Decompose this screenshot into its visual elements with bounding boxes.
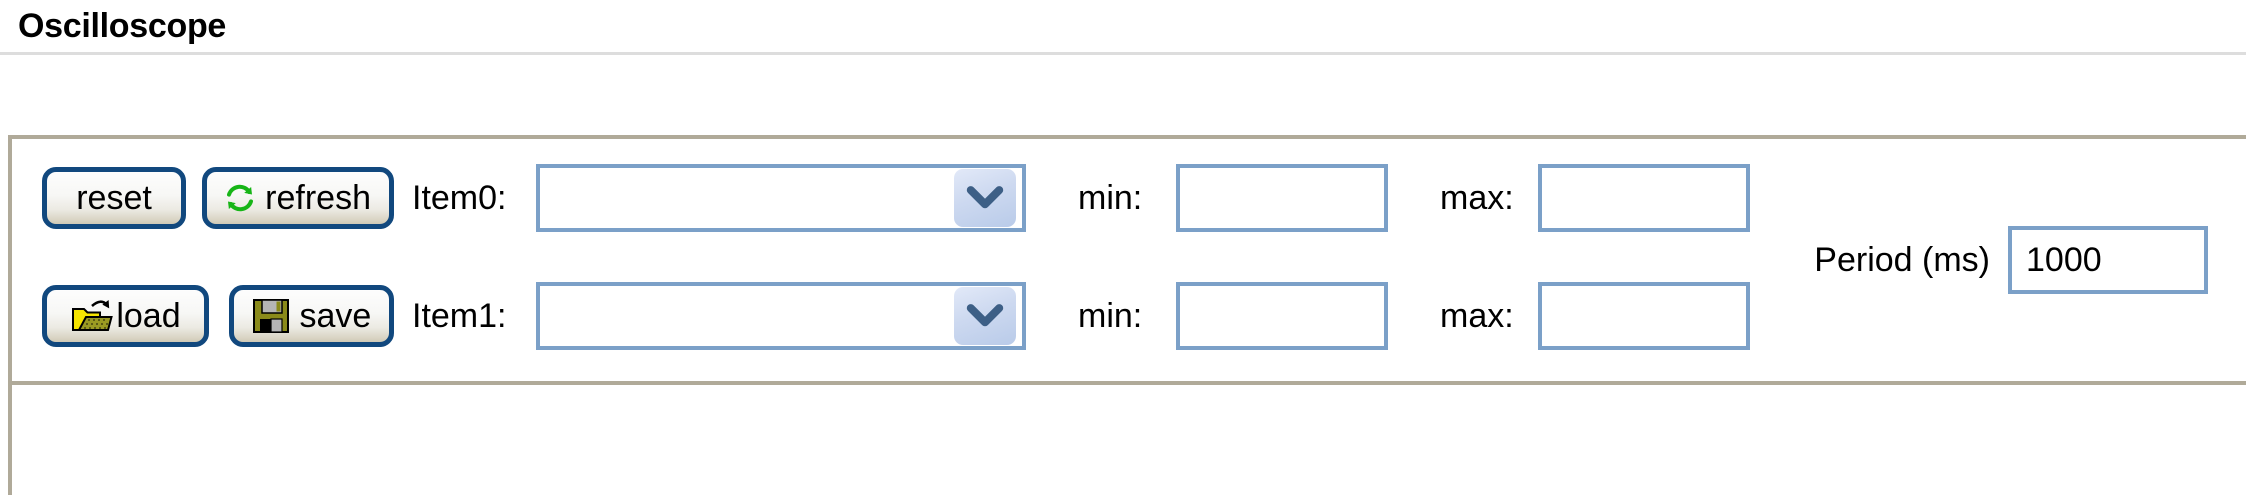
- item1-max-input[interactable]: [1538, 282, 1750, 350]
- chevron-down-icon[interactable]: [954, 287, 1016, 345]
- load-button-label: load: [116, 297, 181, 335]
- item0-min-label: min:: [1078, 179, 1143, 217]
- item0-select[interactable]: [536, 164, 1026, 232]
- reset-button-label: reset: [76, 179, 152, 217]
- save-button[interactable]: save: [228, 285, 394, 347]
- item0-min-input[interactable]: [1176, 164, 1388, 232]
- page-title: Oscilloscope: [18, 7, 227, 45]
- item0-label: Item0:: [412, 179, 507, 217]
- item1-min-input[interactable]: [1176, 282, 1388, 350]
- title-divider: [0, 52, 2246, 55]
- control-panel: reset refresh Item0:: [8, 135, 2246, 495]
- item0-max-label: max:: [1440, 179, 1514, 217]
- control-row-1: load save Item1:: [12, 257, 2246, 375]
- load-button[interactable]: load: [42, 285, 209, 347]
- item1-label: Item1:: [412, 297, 507, 335]
- floppy-disk-icon: [251, 296, 291, 336]
- refresh-button[interactable]: refresh: [202, 167, 394, 229]
- period-group: Period (ms) 1000: [1814, 226, 2208, 294]
- plot-area: [12, 385, 2246, 495]
- period-label: Period (ms): [1814, 241, 1990, 279]
- item1-min-label: min:: [1078, 297, 1143, 335]
- period-input[interactable]: 1000: [2008, 226, 2208, 294]
- button-column-bottom: load save: [42, 285, 394, 347]
- control-panel-body: reset refresh Item0:: [12, 139, 2246, 385]
- item0-max-input[interactable]: [1538, 164, 1750, 232]
- item1-select[interactable]: [536, 282, 1026, 350]
- reset-button[interactable]: reset: [42, 167, 187, 229]
- chevron-down-icon[interactable]: [954, 169, 1016, 227]
- control-row-0: reset refresh Item0:: [12, 139, 2246, 257]
- open-folder-icon: [70, 296, 114, 336]
- item1-max-label: max:: [1440, 297, 1514, 335]
- save-button-label: save: [299, 297, 372, 335]
- refresh-circular-arrows-icon: [225, 183, 255, 213]
- refresh-button-label: refresh: [265, 179, 371, 217]
- button-column-top: reset refresh: [42, 167, 394, 229]
